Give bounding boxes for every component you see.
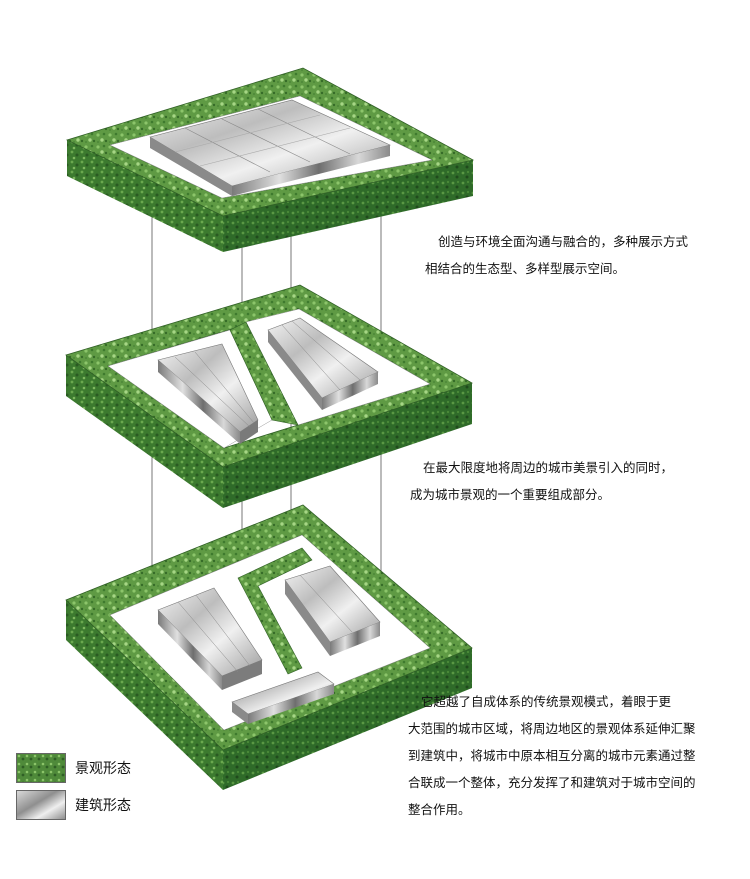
caption-top: 创造与环境全面沟通与融合的，多种展示方式 相结合的生态型、多样型展示空间。 — [425, 228, 688, 282]
building-block-lower — [231, 671, 335, 724]
hedge-right-face — [223, 383, 472, 508]
caption-line: 相结合的生态型、多样型展示空间。 — [425, 261, 626, 276]
hedge-right-face — [223, 648, 472, 790]
caption-line: 它超越了自成体系的传统景观模式，着眼于更 — [421, 694, 672, 709]
landscape-swatch — [16, 753, 66, 783]
caption-line: 在最大限度地将周边的城市美景引入的同时， — [423, 460, 674, 475]
hedge-left-face — [67, 140, 223, 252]
caption-line: 整合作用。 — [408, 802, 471, 817]
caption-line: 大范围的城市区域，将周边地区的景观体系延伸汇聚 — [408, 721, 696, 736]
legend-label: 建筑形态 — [75, 798, 131, 814]
legend-label: 景观形态 — [75, 761, 131, 777]
caption-bottom: 它超越了自成体系的传统景观模式，着眼于更 大范围的城市区域，将周边地区的景观体系… — [408, 688, 696, 823]
legend-item-landscape: 景观形态 — [16, 752, 131, 784]
building-block-left — [157, 343, 259, 444]
hedge-right-face — [223, 160, 473, 252]
middle-layer — [65, 284, 473, 508]
hedge-left-face — [66, 355, 223, 508]
top-layer — [65, 67, 475, 252]
building-block-left — [157, 587, 263, 690]
caption-line: 成为城市景观的一个重要组成部分。 — [410, 487, 611, 502]
hedge-strip — [237, 547, 313, 675]
caption-line: 到建筑中，将城市中原本相互分离的城市元素通过整 — [408, 748, 696, 763]
building-swatch — [16, 790, 66, 820]
building-block-top — [149, 99, 391, 196]
building-block-right — [267, 317, 379, 410]
building-block-right — [284, 565, 381, 656]
caption-line: 创造与环境全面沟通与融合的，多种展示方式 — [438, 234, 689, 249]
caption-middle: 在最大限度地将周边的城市美景引入的同时， 成为城市景观的一个重要组成部分。 — [410, 454, 673, 508]
bottom-layer — [65, 504, 473, 790]
caption-line: 合联成一个整体，充分发挥了和建筑对于城市空间的 — [408, 775, 696, 790]
legend-item-building: 建筑形态 — [16, 789, 131, 821]
hedge-strip — [229, 321, 299, 426]
hedge-left-face — [66, 600, 223, 790]
